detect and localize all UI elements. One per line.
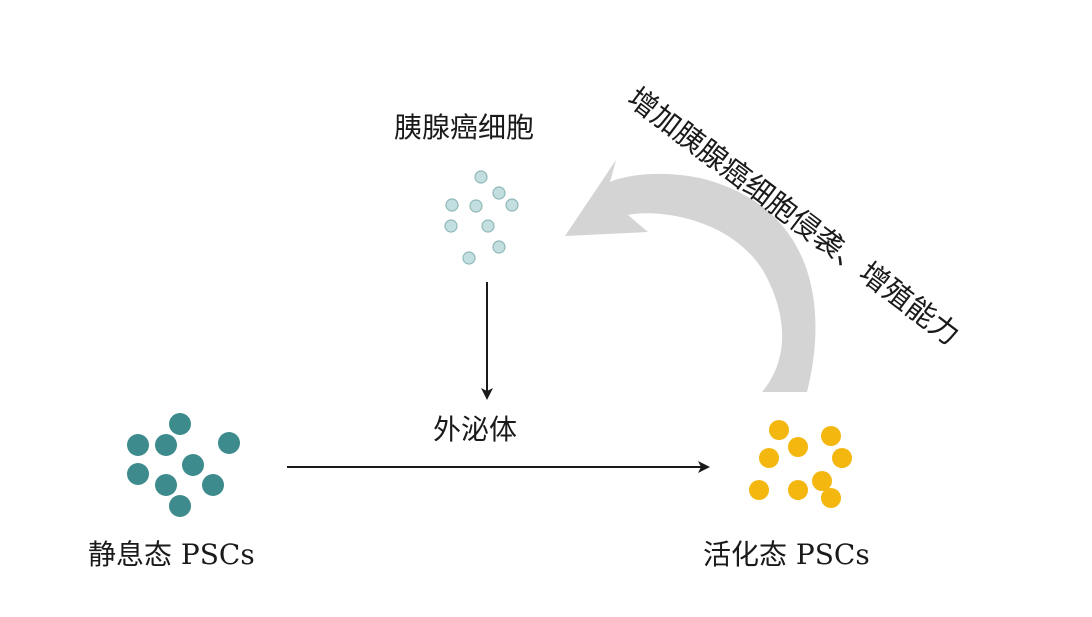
activated-psc: [812, 471, 832, 491]
exosome-label: 外泌体: [433, 413, 518, 446]
quiescent-psc: [169, 495, 191, 517]
activated-psc-cluster: [749, 420, 852, 508]
cancer-cell: [505, 198, 519, 212]
cancer-cells-label: 胰腺癌细胞: [394, 111, 535, 144]
activated-psc: [759, 448, 779, 468]
quiescent-psc: [127, 463, 149, 485]
activated-pscs-label: 活化态 PSCs: [703, 538, 870, 571]
cancer-cell: [492, 240, 506, 254]
activated-psc: [769, 420, 789, 440]
quiescent-psc: [155, 434, 177, 456]
activated-psc: [821, 488, 841, 508]
activated-psc: [832, 448, 852, 468]
feedback-curved-arrow: [565, 160, 816, 392]
activated-psc: [821, 426, 841, 446]
quiescent-psc: [202, 474, 224, 496]
cancer-cell-cluster: [444, 170, 519, 265]
activated-psc: [788, 480, 808, 500]
cancer-cell: [492, 186, 506, 200]
activated-psc: [749, 480, 769, 500]
cancer-cell: [444, 219, 458, 233]
cancer-cell: [469, 199, 483, 213]
quiescent-psc-cluster: [127, 413, 240, 517]
cancer-cell: [462, 251, 476, 265]
quiescent-psc: [182, 454, 204, 476]
quiescent-pscs-label: 静息态 PSCs: [88, 538, 255, 571]
cancer-cell: [481, 219, 495, 233]
quiescent-psc: [155, 474, 177, 496]
quiescent-psc: [218, 432, 240, 454]
quiescent-psc: [127, 434, 149, 456]
activated-psc: [788, 437, 808, 457]
cancer-cell: [474, 170, 488, 184]
quiescent-psc: [169, 413, 191, 435]
cancer-cell: [445, 198, 459, 212]
